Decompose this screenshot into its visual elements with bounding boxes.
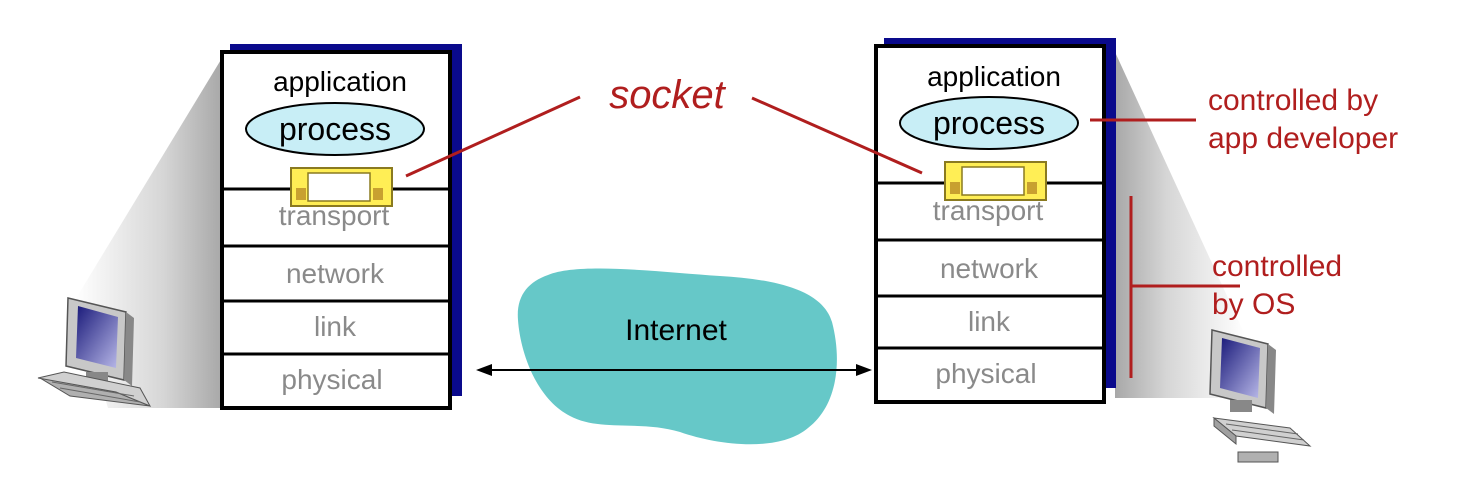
left-application-label: application xyxy=(273,66,407,97)
right-link-label: link xyxy=(968,306,1011,337)
left-network-label: network xyxy=(286,258,385,289)
double-arrow-icon xyxy=(476,364,872,376)
right-application-label: application xyxy=(927,61,1061,92)
right-process-label: process xyxy=(933,105,1045,141)
os-label-line2: by OS xyxy=(1212,288,1295,321)
left-socket-icon xyxy=(290,167,393,207)
left-protocol-stack: application process transport network li… xyxy=(220,44,462,410)
socket-pointer-right xyxy=(751,96,923,175)
socket-label: socket xyxy=(609,73,726,117)
right-transport-label: transport xyxy=(933,195,1044,226)
app-developer-label-line1: controlled by xyxy=(1208,84,1378,117)
left-process-label: process xyxy=(279,111,391,147)
right-socket-icon xyxy=(944,161,1047,201)
right-process-ellipse xyxy=(899,96,1079,150)
right-host-beam xyxy=(1115,52,1245,398)
right-network-label: network xyxy=(940,253,1039,284)
left-computer-icon xyxy=(37,297,152,408)
socket-pointer-left xyxy=(405,95,581,178)
internet-label: Internet xyxy=(625,314,727,347)
app-developer-label-line2: app developer xyxy=(1208,122,1398,155)
right-protocol-stack: application process transport network li… xyxy=(874,38,1116,404)
internet-cloud-icon xyxy=(517,268,837,445)
left-link-label: link xyxy=(314,311,357,342)
left-process-ellipse xyxy=(245,102,425,156)
right-computer-icon xyxy=(1209,329,1312,463)
right-physical-label: physical xyxy=(935,358,1036,389)
left-physical-label: physical xyxy=(281,364,382,395)
left-transport-label: transport xyxy=(279,200,390,231)
os-label-line1: controlled xyxy=(1212,250,1342,283)
